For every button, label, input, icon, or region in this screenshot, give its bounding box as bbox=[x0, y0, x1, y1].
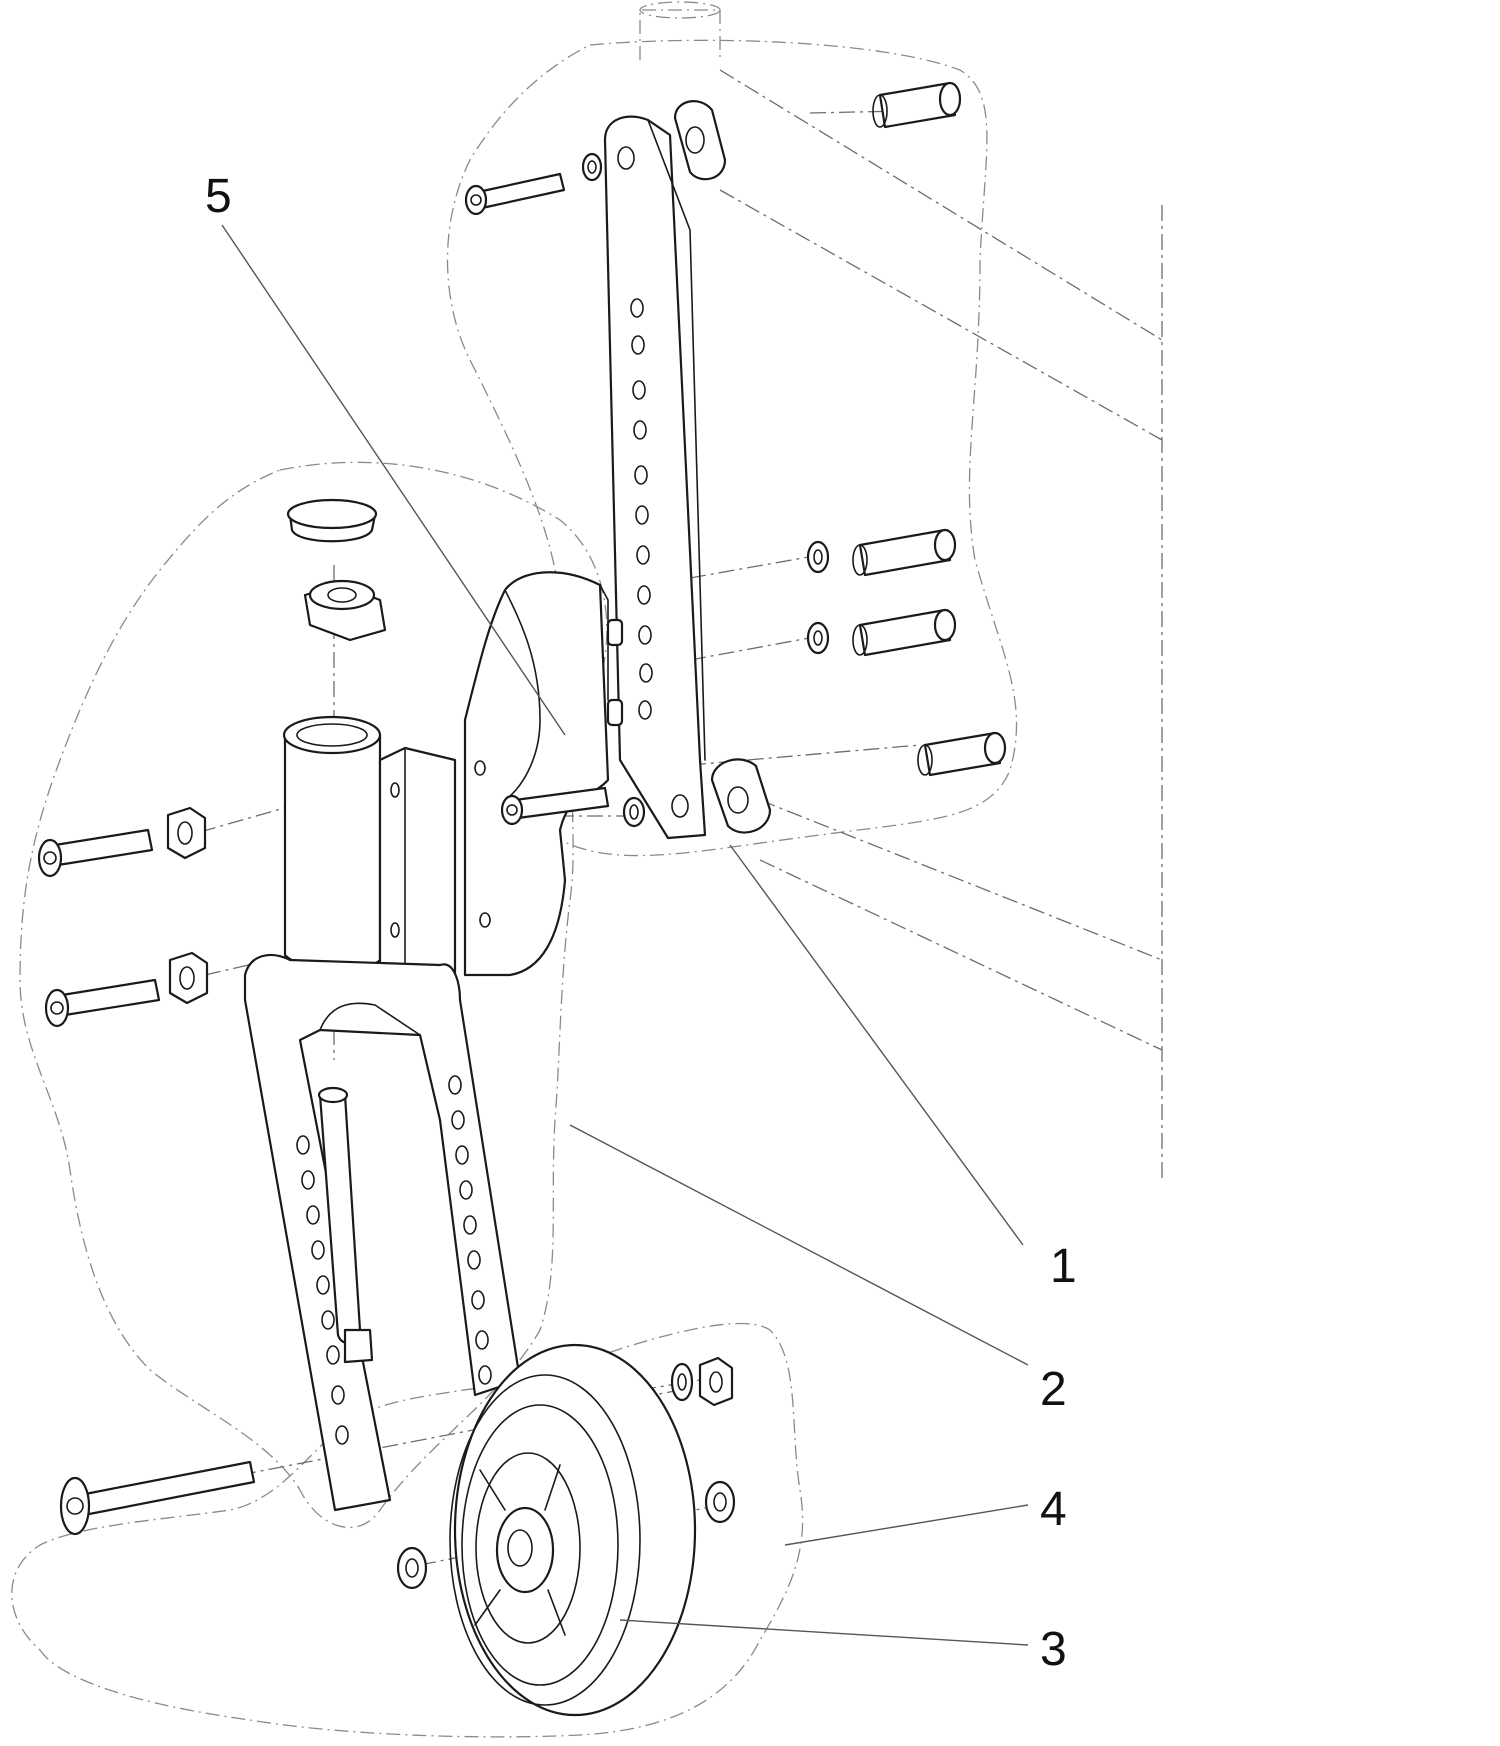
callout-2: 2 bbox=[1040, 1363, 1067, 1416]
caster-cap bbox=[286, 498, 378, 543]
caster-stem-tube bbox=[282, 715, 382, 970]
caster-nut bbox=[303, 579, 387, 642]
wheel-assembly-boundary bbox=[11, 1322, 804, 1738]
caster-wheel bbox=[449, 1343, 697, 1717]
upper-washer bbox=[581, 152, 603, 182]
wheel-spacer-right bbox=[704, 1480, 736, 1524]
caster-bracket-plate bbox=[378, 746, 457, 987]
callout-leaders bbox=[221, 224, 1029, 1646]
spacer-sleeve-low bbox=[917, 731, 1007, 777]
washers-right bbox=[806, 540, 830, 655]
spacer-sleeve-top bbox=[872, 81, 962, 129]
lower-washer bbox=[622, 796, 646, 828]
wheel-washer bbox=[670, 1362, 694, 1402]
mounting-link-plate bbox=[603, 115, 707, 840]
fork-mount-bolt-lower bbox=[44, 978, 161, 1028]
callout-5: 5 bbox=[205, 170, 232, 223]
fork-mount-nut-lower bbox=[168, 951, 209, 1005]
upper-bolt bbox=[464, 172, 566, 216]
adapter-block bbox=[463, 571, 624, 977]
upper-pivot-block bbox=[673, 100, 727, 181]
spacer-sleeve-mid-2 bbox=[852, 608, 957, 657]
spacer-sleeve-mid-1 bbox=[852, 528, 957, 577]
frame-tube bbox=[639, 1, 721, 60]
lower-pivot-block bbox=[710, 758, 772, 834]
fork-mount-nut-upper bbox=[166, 806, 207, 860]
callout-1: 1 bbox=[1050, 1240, 1077, 1293]
caster-axle-pin bbox=[317, 1086, 374, 1364]
wheel-spacer-left bbox=[396, 1546, 428, 1590]
wheel-nut bbox=[698, 1356, 734, 1407]
callout-4: 4 bbox=[1040, 1483, 1067, 1536]
caster-fork bbox=[243, 953, 522, 1512]
callout-3: 3 bbox=[1040, 1623, 1067, 1676]
lower-bolt bbox=[500, 786, 610, 826]
wheel-axle-bolt bbox=[59, 1460, 256, 1536]
fork-mount-bolt-upper bbox=[37, 828, 154, 878]
